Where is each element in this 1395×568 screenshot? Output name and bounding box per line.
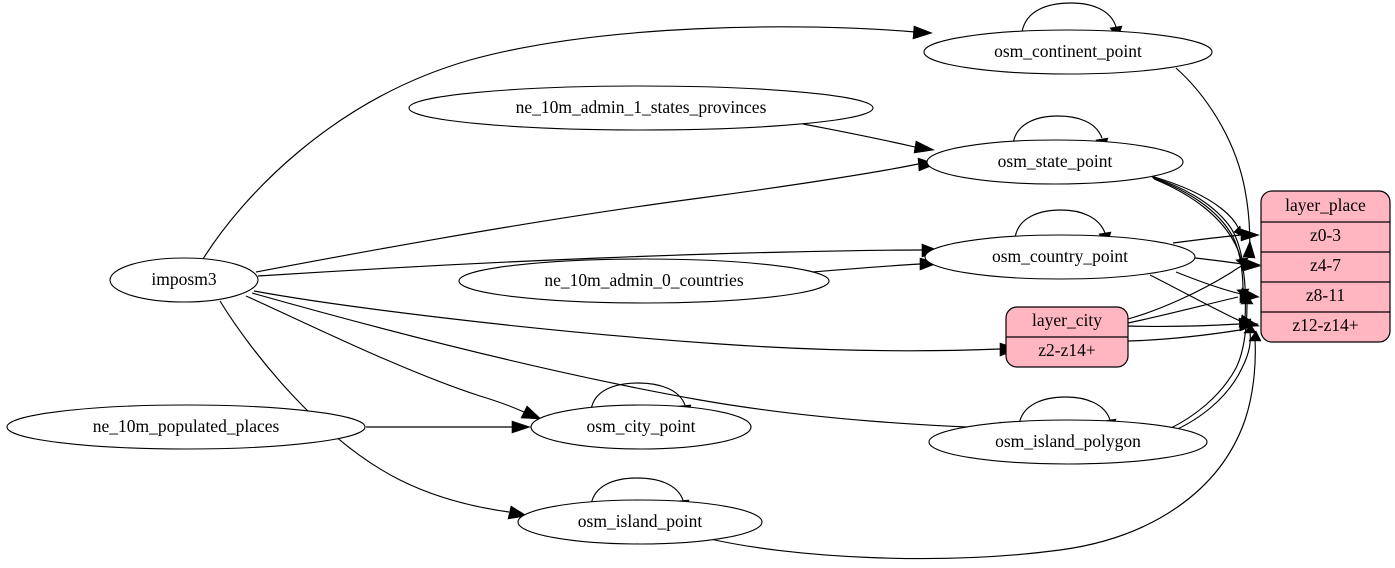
node-ne-states-label: ne_10m_admin_1_states_provinces [516, 97, 767, 117]
node-ne-countries-label: ne_10m_admin_0_countries [544, 270, 743, 290]
edge-layer-city-to-layer-place-z4-7 [1127, 258, 1261, 320]
node-osm-continent-point[interactable]: osm_continent_point [923, 29, 1213, 75]
layer-city-row-z2-z14[interactable]: z2-z14+ [1038, 340, 1096, 360]
node-osm-island-polygon[interactable]: osm_island_polygon [928, 419, 1208, 465]
node-ne-10m-admin-1-states-provinces[interactable]: ne_10m_admin_1_states_provinces [408, 85, 874, 131]
edge-ne-places-to-osm-city-point [366, 420, 531, 434]
node-osm-island-polygon-label: osm_island_polygon [995, 431, 1141, 451]
edge-osm-continent-point-to-layer-place-z0-3 [1175, 67, 1256, 259]
node-osm-city-point-label: osm_city_point [587, 416, 696, 436]
node-ne-10m-admin-0-countries[interactable]: ne_10m_admin_0_countries [458, 258, 830, 304]
layer-place-body [1260, 190, 1391, 343]
node-osm-state-point-label: osm_state_point [998, 151, 1113, 171]
edge-osm-island-polygon-to-layer-place-z12-z14 [1170, 324, 1257, 433]
node-ne-places-label: ne_10m_populated_places [93, 416, 280, 436]
layer-city-title: layer_city [1032, 310, 1102, 330]
edge-osm-country-point-to-layer-place-z0-3 [1172, 228, 1260, 244]
edge-imposm3-to-osm-continent-point [202, 25, 933, 260]
layer-place-title: layer_place [1285, 195, 1366, 215]
layer-place-row-z8-11[interactable]: z8-11 [1306, 285, 1345, 305]
node-osm-island-point[interactable]: osm_island_point [517, 499, 763, 545]
node-layer: imposm3 ne_10m_admin_1_states_provinces … [6, 29, 1213, 545]
node-imposm3-label: imposm3 [151, 269, 216, 289]
layer-place-row-z0-3[interactable]: z0-3 [1310, 225, 1341, 245]
record-node-layer-city[interactable]: layer_city z2-z14+ [1005, 306, 1129, 368]
edge-osm-island-point-to-layer-place-z12-z14 [705, 330, 1262, 560]
node-osm-country-point[interactable]: osm_country_point [924, 234, 1196, 280]
node-ne-10m-populated-places[interactable]: ne_10m_populated_places [6, 404, 366, 450]
node-osm-continent-point-label: osm_continent_point [994, 41, 1142, 61]
node-osm-city-point[interactable]: osm_city_point [530, 404, 752, 450]
node-osm-country-point-label: osm_country_point [992, 246, 1128, 266]
record-node-layer-place[interactable]: layer_place z0-3 z4-7 z8-11 z12-z14+ [1260, 190, 1391, 343]
node-osm-state-point[interactable]: osm_state_point [926, 139, 1184, 185]
layer-place-row-z4-7[interactable]: z4-7 [1310, 255, 1341, 275]
record-node-layer: layer_place z0-3 z4-7 z8-11 z12-z14+ lay… [1005, 190, 1391, 368]
edge-osm-island-polygon-to-layer-place-z8-11 [1168, 295, 1254, 430]
edge-ne-states-to-osm-state-point [802, 123, 935, 154]
layer-place-row-z12-z14[interactable]: z12-z14+ [1292, 315, 1358, 335]
edge-layer-city-to-layer-place-extra [1127, 329, 1241, 342]
edge-imposm3-to-osm-city-point [245, 295, 542, 420]
node-osm-island-point-label: osm_island_point [578, 511, 703, 531]
node-imposm3[interactable]: imposm3 [109, 257, 259, 303]
